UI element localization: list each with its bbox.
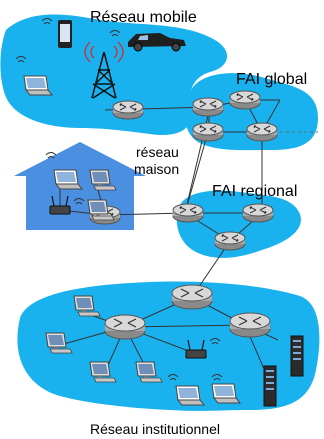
cell-tower-icon: [91, 51, 117, 99]
router-icon: [229, 90, 261, 110]
wireless-access-point-icon: [49, 195, 71, 215]
router-icon: [192, 97, 224, 117]
router-icon: [112, 100, 144, 120]
server-icon: [290, 335, 304, 377]
wireless-access-point-icon: [185, 339, 207, 359]
router-icon: [214, 231, 246, 251]
home-network-label-line2: maison: [134, 161, 180, 177]
smartphone-icon: [58, 20, 72, 48]
router-icon: [104, 314, 146, 340]
mobile-network-label: Réseau mobile: [90, 9, 197, 26]
router-icon: [242, 203, 274, 223]
router-icon: [192, 122, 224, 142]
router-icon: [246, 122, 278, 142]
car-icon: [128, 33, 186, 52]
server-icon: [263, 365, 277, 407]
regional-isp-label: FAI regional: [212, 183, 298, 200]
router-icon: [172, 203, 204, 223]
institutional-network-label: Réseau institutionnel: [90, 421, 220, 437]
home-network-label-line1: réseau: [136, 144, 179, 160]
antenna-signal-icon: [84, 41, 124, 63]
router-icon: [229, 312, 271, 338]
global-isp-label: FAI global: [236, 71, 308, 88]
router-icon: [171, 284, 213, 310]
